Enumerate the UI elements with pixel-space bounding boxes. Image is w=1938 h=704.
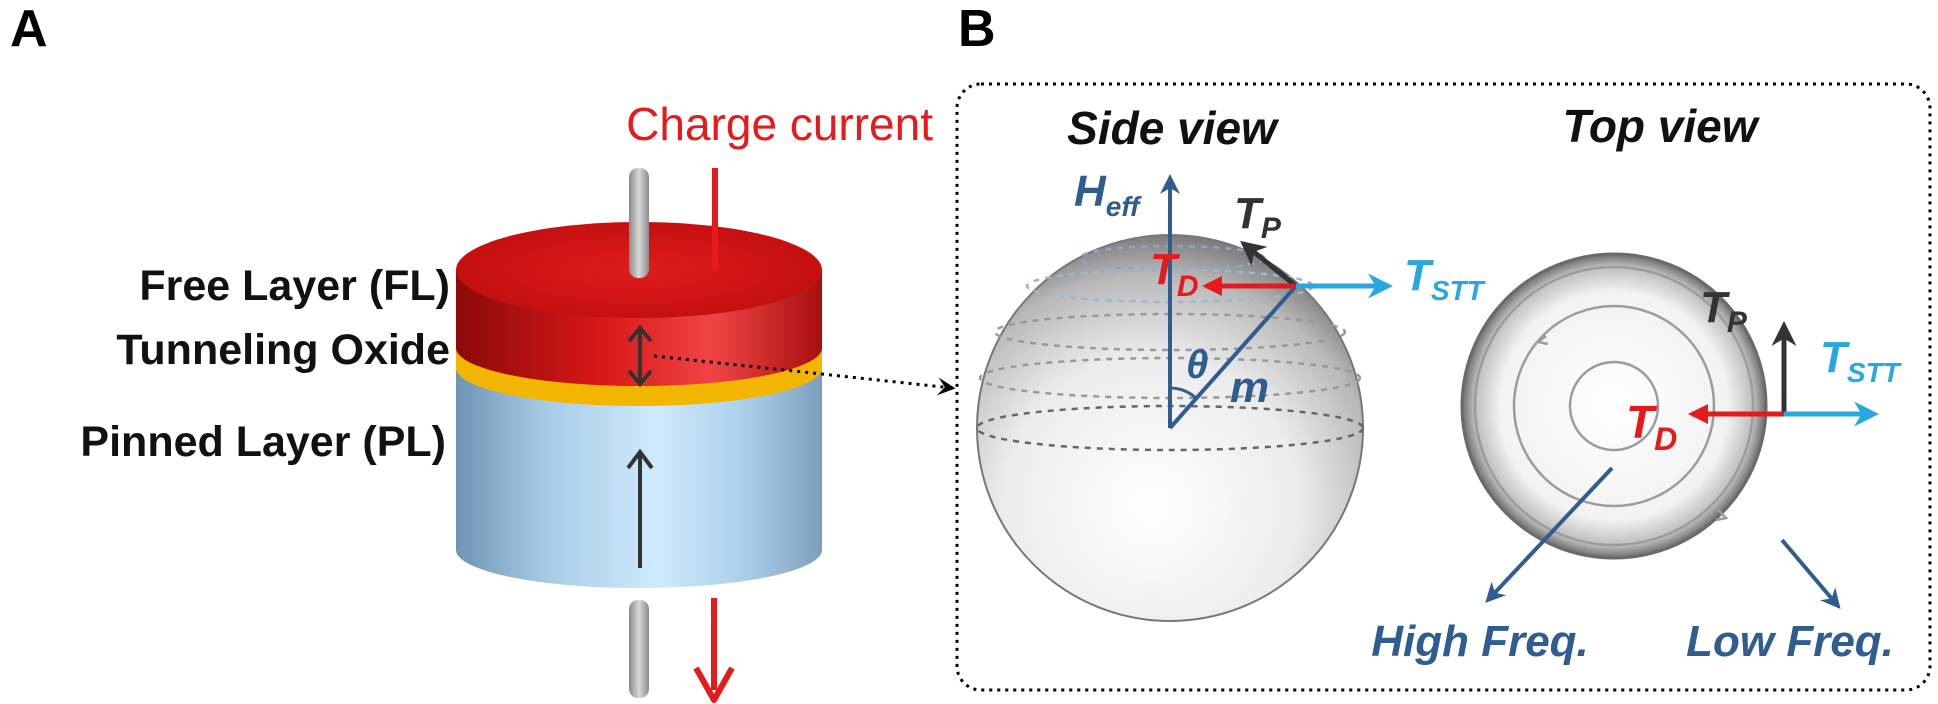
side-tp-vector — [1240, 240, 1298, 288]
top-electrode-rod — [629, 168, 649, 278]
charge-current-arrow-head — [693, 666, 735, 703]
top-view-orbit-arrow-upper — [1535, 335, 1549, 346]
mtj-device — [456, 168, 956, 703]
pinned-layer-magnetization-arrow — [626, 448, 654, 568]
top-tp-label: TP — [1700, 283, 1748, 339]
panel-letter-a: A — [10, 0, 48, 58]
tunneling-oxide-label: Tunneling Oxide — [116, 326, 450, 374]
free-layer-label: Free Layer (FL) — [139, 262, 450, 310]
zoom-leader-line — [653, 354, 956, 396]
side-m-label: m — [1230, 363, 1269, 412]
high-freq-label: High Freq. — [1371, 617, 1589, 666]
pinned-layer-label: Pinned Layer (PL) — [80, 418, 446, 466]
high-freq-arrow — [1485, 466, 1614, 603]
top-view-outer-orbit — [1473, 265, 1755, 547]
side-view: Side view Heff m θ TP TD TSTT — [975, 102, 1487, 622]
charge-current-label: Charge current — [626, 98, 933, 150]
side-td-label: TD — [1150, 245, 1199, 303]
side-view-title: Side view — [1067, 102, 1280, 154]
top-view-orbit-arrow-lower — [1715, 509, 1729, 522]
top-tstt-label: TSTT — [1820, 333, 1903, 388]
top-view-sphere — [1460, 252, 1768, 560]
panel-letter-b: B — [958, 0, 996, 58]
panel-b-frame — [955, 82, 1932, 692]
side-heff-label: Heff — [1074, 167, 1142, 222]
side-theta-arc — [1169, 386, 1197, 400]
top-view-inner-orbit — [1568, 360, 1660, 452]
low-freq-arrow — [1780, 538, 1841, 610]
low-freq-label: Low Freq. — [1686, 617, 1894, 666]
top-view: Top view TP TD TSTT High Freq. Low Freq. — [1371, 100, 1902, 666]
bottom-electrode-rod — [629, 600, 649, 698]
top-view-middle-orbit — [1512, 304, 1716, 508]
side-m-vector — [1168, 284, 1298, 430]
side-theta-label: θ — [1186, 343, 1208, 387]
side-tstt-label: TSTT — [1404, 251, 1487, 306]
top-td-label: TD — [1626, 396, 1677, 457]
side-tp-label: TP — [1234, 189, 1282, 245]
top-view-title: Top view — [1562, 100, 1760, 152]
free-layer-magnetization-arrow — [627, 324, 653, 388]
